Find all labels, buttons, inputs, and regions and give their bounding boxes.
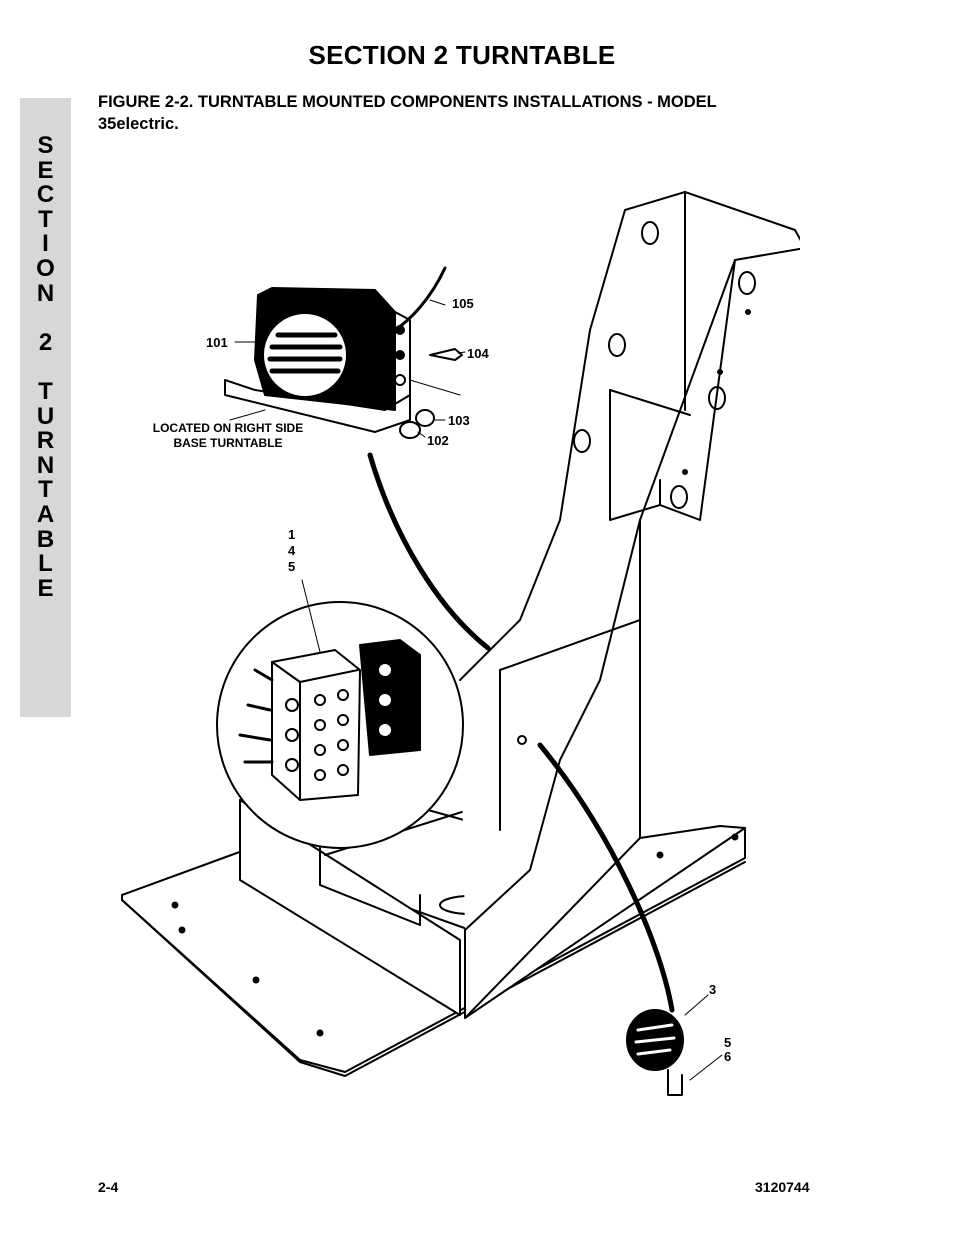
upright-post bbox=[459, 191, 800, 1019]
side-tab-letter: S bbox=[37, 132, 54, 159]
location-note: LOCATED ON RIGHT SIDE BASE TURNTABLE bbox=[140, 421, 316, 451]
callout-4: 4 bbox=[288, 543, 296, 558]
side-tab-letter bbox=[20, 306, 71, 331]
callout-102: 102 bbox=[427, 433, 449, 448]
nut-icon bbox=[399, 421, 421, 439]
alarm-harness bbox=[367, 452, 491, 651]
side-tab-letter: N bbox=[36, 451, 55, 479]
callout-1: 1 bbox=[288, 527, 296, 542]
figure-caption: FIGURE 2-2. TURNTABLE MOUNTED COMPONENTS… bbox=[98, 91, 838, 135]
page-number: 2-4 bbox=[98, 1179, 119, 1195]
side-tab-letter: T bbox=[38, 476, 53, 504]
solenoid-coils-icon bbox=[359, 639, 421, 756]
callout-5-horn: 5 bbox=[724, 1035, 732, 1050]
side-tab-letter: L bbox=[38, 550, 53, 578]
callout-103: 103 bbox=[448, 413, 470, 428]
location-note-line-2: BASE TURNTABLE bbox=[173, 436, 283, 450]
side-tab-letter: B bbox=[36, 525, 55, 553]
callout-104: 104 bbox=[467, 346, 489, 361]
side-tab-letter: A bbox=[36, 500, 55, 528]
side-tab-letter: E bbox=[37, 574, 54, 602]
horn-harness bbox=[537, 742, 675, 1013]
side-tab-letter: C bbox=[36, 181, 55, 209]
callout-105: 105 bbox=[452, 296, 474, 311]
washer-icon bbox=[415, 409, 435, 427]
side-tab-letter: T bbox=[38, 377, 53, 405]
side-tab-letter: O bbox=[36, 254, 55, 282]
document-number: 3120744 bbox=[755, 1179, 810, 1195]
backup-alarm-icon bbox=[224, 287, 411, 433]
side-tab-letter: N bbox=[36, 279, 55, 307]
callout-5: 5 bbox=[288, 559, 296, 574]
callout-101: 101 bbox=[206, 335, 228, 350]
side-tab-letter: I bbox=[42, 230, 49, 258]
location-note-line-1: LOCATED ON RIGHT SIDE bbox=[152, 421, 304, 435]
valve-block-icon bbox=[271, 649, 361, 801]
side-tab-letter: E bbox=[37, 156, 54, 184]
callout-6: 6 bbox=[724, 1049, 732, 1064]
side-tab-letter: 2 bbox=[38, 328, 53, 356]
side-tab-letter: R bbox=[36, 427, 55, 455]
side-tab-letter: T bbox=[38, 205, 53, 233]
side-tab-letter: U bbox=[36, 402, 55, 430]
figure-caption-line-1: FIGURE 2-2. TURNTABLE MOUNTED COMPONENTS… bbox=[98, 93, 717, 111]
callout-3: 3 bbox=[709, 982, 717, 997]
base-box bbox=[239, 799, 461, 1016]
figure-caption-line-2: 35electric. bbox=[98, 115, 179, 133]
bolt-icon bbox=[429, 348, 463, 361]
section-title: SECTION 2 TURNTABLE bbox=[308, 40, 616, 70]
turntable-illustration bbox=[121, 191, 800, 1096]
horn-icon bbox=[626, 1009, 684, 1096]
side-tab-letter bbox=[20, 355, 71, 380]
